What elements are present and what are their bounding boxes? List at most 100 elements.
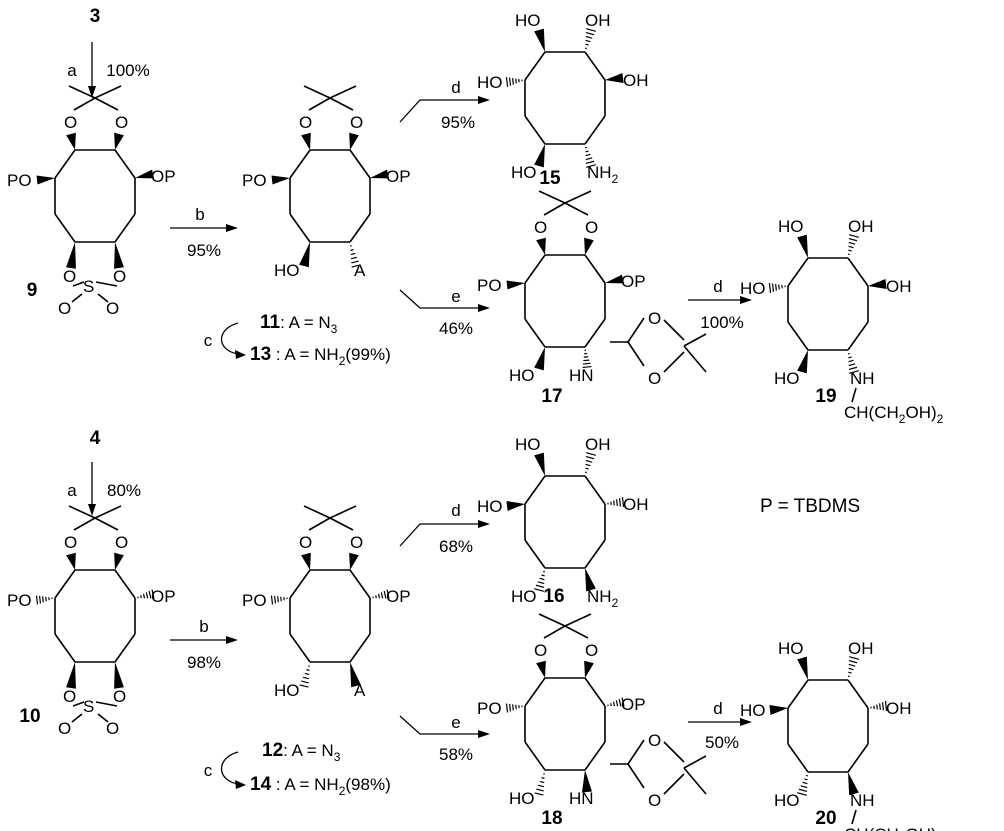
hash-bond — [351, 260, 359, 264]
yield-label: 100% — [700, 313, 743, 332]
hydroxyl-label: OH — [848, 217, 874, 236]
bond — [97, 293, 109, 303]
oxygen-label: O — [113, 267, 126, 286]
wedge-bond — [534, 347, 545, 371]
hydroxyl-label: OH — [848, 639, 874, 658]
wedge-bond — [271, 175, 290, 185]
ring-bond — [847, 257, 869, 287]
op-label: OP — [151, 167, 176, 186]
arrowhead — [226, 224, 238, 232]
hydroxyl-label: HO — [778, 639, 804, 658]
caption-11: 11: A = N3 — [260, 312, 338, 336]
oxygen-label: O — [534, 218, 547, 237]
ring-bond — [114, 213, 136, 243]
bond — [71, 293, 83, 303]
ring-bond — [349, 213, 371, 243]
wedge-bond — [299, 242, 310, 268]
bond — [627, 317, 645, 343]
hash-bond — [42, 596, 44, 603]
bond — [308, 97, 331, 111]
hash-bond — [585, 39, 591, 43]
bond — [329, 85, 357, 99]
reagent-label: a — [67, 481, 77, 500]
bond — [72, 701, 85, 707]
arrowhead — [88, 86, 96, 98]
hash-bond — [621, 496, 625, 508]
oxygen-label: O — [585, 641, 598, 660]
po-label: PO — [242, 171, 267, 190]
step-d-to-16: d68% — [399, 501, 490, 556]
hash-bond — [848, 671, 852, 674]
ring-bond — [584, 741, 606, 771]
ring-bond — [584, 475, 606, 505]
wedge-bond — [769, 705, 788, 715]
hash-bond — [375, 595, 377, 599]
oxygen-label: O — [115, 113, 128, 132]
hash-bond — [145, 592, 149, 599]
hash-bond — [615, 700, 619, 707]
ring-bond — [54, 633, 76, 663]
wedge-bond — [534, 144, 545, 168]
hash-bond — [535, 584, 545, 589]
bond — [627, 763, 645, 789]
side-chain-label: CH(CH2OH)2 — [844, 403, 944, 426]
ring-bond — [349, 569, 371, 599]
bond — [538, 613, 566, 627]
bond — [564, 190, 592, 204]
hash-bond — [273, 595, 277, 604]
hash-bond — [151, 589, 155, 599]
ring-bond — [524, 254, 546, 284]
oxygen-label: O — [350, 113, 363, 132]
bond — [73, 517, 96, 531]
bond — [73, 97, 96, 111]
hash-bond — [848, 237, 858, 242]
hash-bond — [537, 581, 545, 585]
compound-number: 16 — [543, 586, 564, 607]
wedge-bond — [584, 660, 594, 678]
hash-bond — [148, 590, 152, 599]
bond — [303, 85, 331, 99]
op-label: OP — [621, 272, 646, 291]
branch-arrow — [399, 715, 481, 735]
hash-bond — [884, 700, 888, 712]
wedge-bond — [536, 660, 546, 678]
text-part: OH) — [905, 825, 936, 831]
hash-bond — [848, 363, 856, 367]
wedge-bond — [66, 662, 76, 689]
ring-bond — [289, 633, 311, 663]
hydroxyl-label: OH — [886, 699, 912, 718]
bond — [329, 97, 354, 111]
text-part: : A = NH — [271, 775, 339, 794]
wedge-bond — [349, 132, 359, 150]
reagent-label: d — [713, 277, 722, 296]
hash-bond — [508, 77, 512, 86]
text-part: 2 — [612, 172, 619, 186]
hash-bond — [848, 663, 856, 667]
step-e-to-18: e58% — [399, 713, 490, 764]
yield-label: 100% — [106, 61, 149, 80]
text-part: 14 — [250, 774, 272, 795]
arrowhead — [478, 730, 490, 738]
hash-bond — [586, 452, 596, 456]
yield-label: 58% — [439, 745, 473, 764]
hash-bond — [585, 43, 589, 46]
hash-bond — [541, 574, 545, 577]
step-e-to-17: e46% — [399, 287, 490, 338]
hash-bond — [778, 284, 780, 290]
bond — [543, 625, 566, 639]
compound-number: 10 — [19, 706, 40, 727]
hash-bond — [585, 153, 591, 157]
wedge-bond — [301, 132, 311, 150]
hash-bond — [585, 455, 595, 460]
ring-bond — [584, 254, 606, 284]
ring-bond — [584, 115, 606, 145]
hash-bond — [277, 596, 279, 603]
oxygen-label: O — [350, 533, 363, 552]
hydroxyl-label: HO — [740, 701, 766, 720]
ring-bond — [787, 257, 809, 287]
wedge-bond — [370, 169, 389, 179]
hydroxyl-label: HO — [274, 681, 300, 700]
yield-label: 46% — [439, 319, 473, 338]
ring-bond — [847, 743, 869, 773]
